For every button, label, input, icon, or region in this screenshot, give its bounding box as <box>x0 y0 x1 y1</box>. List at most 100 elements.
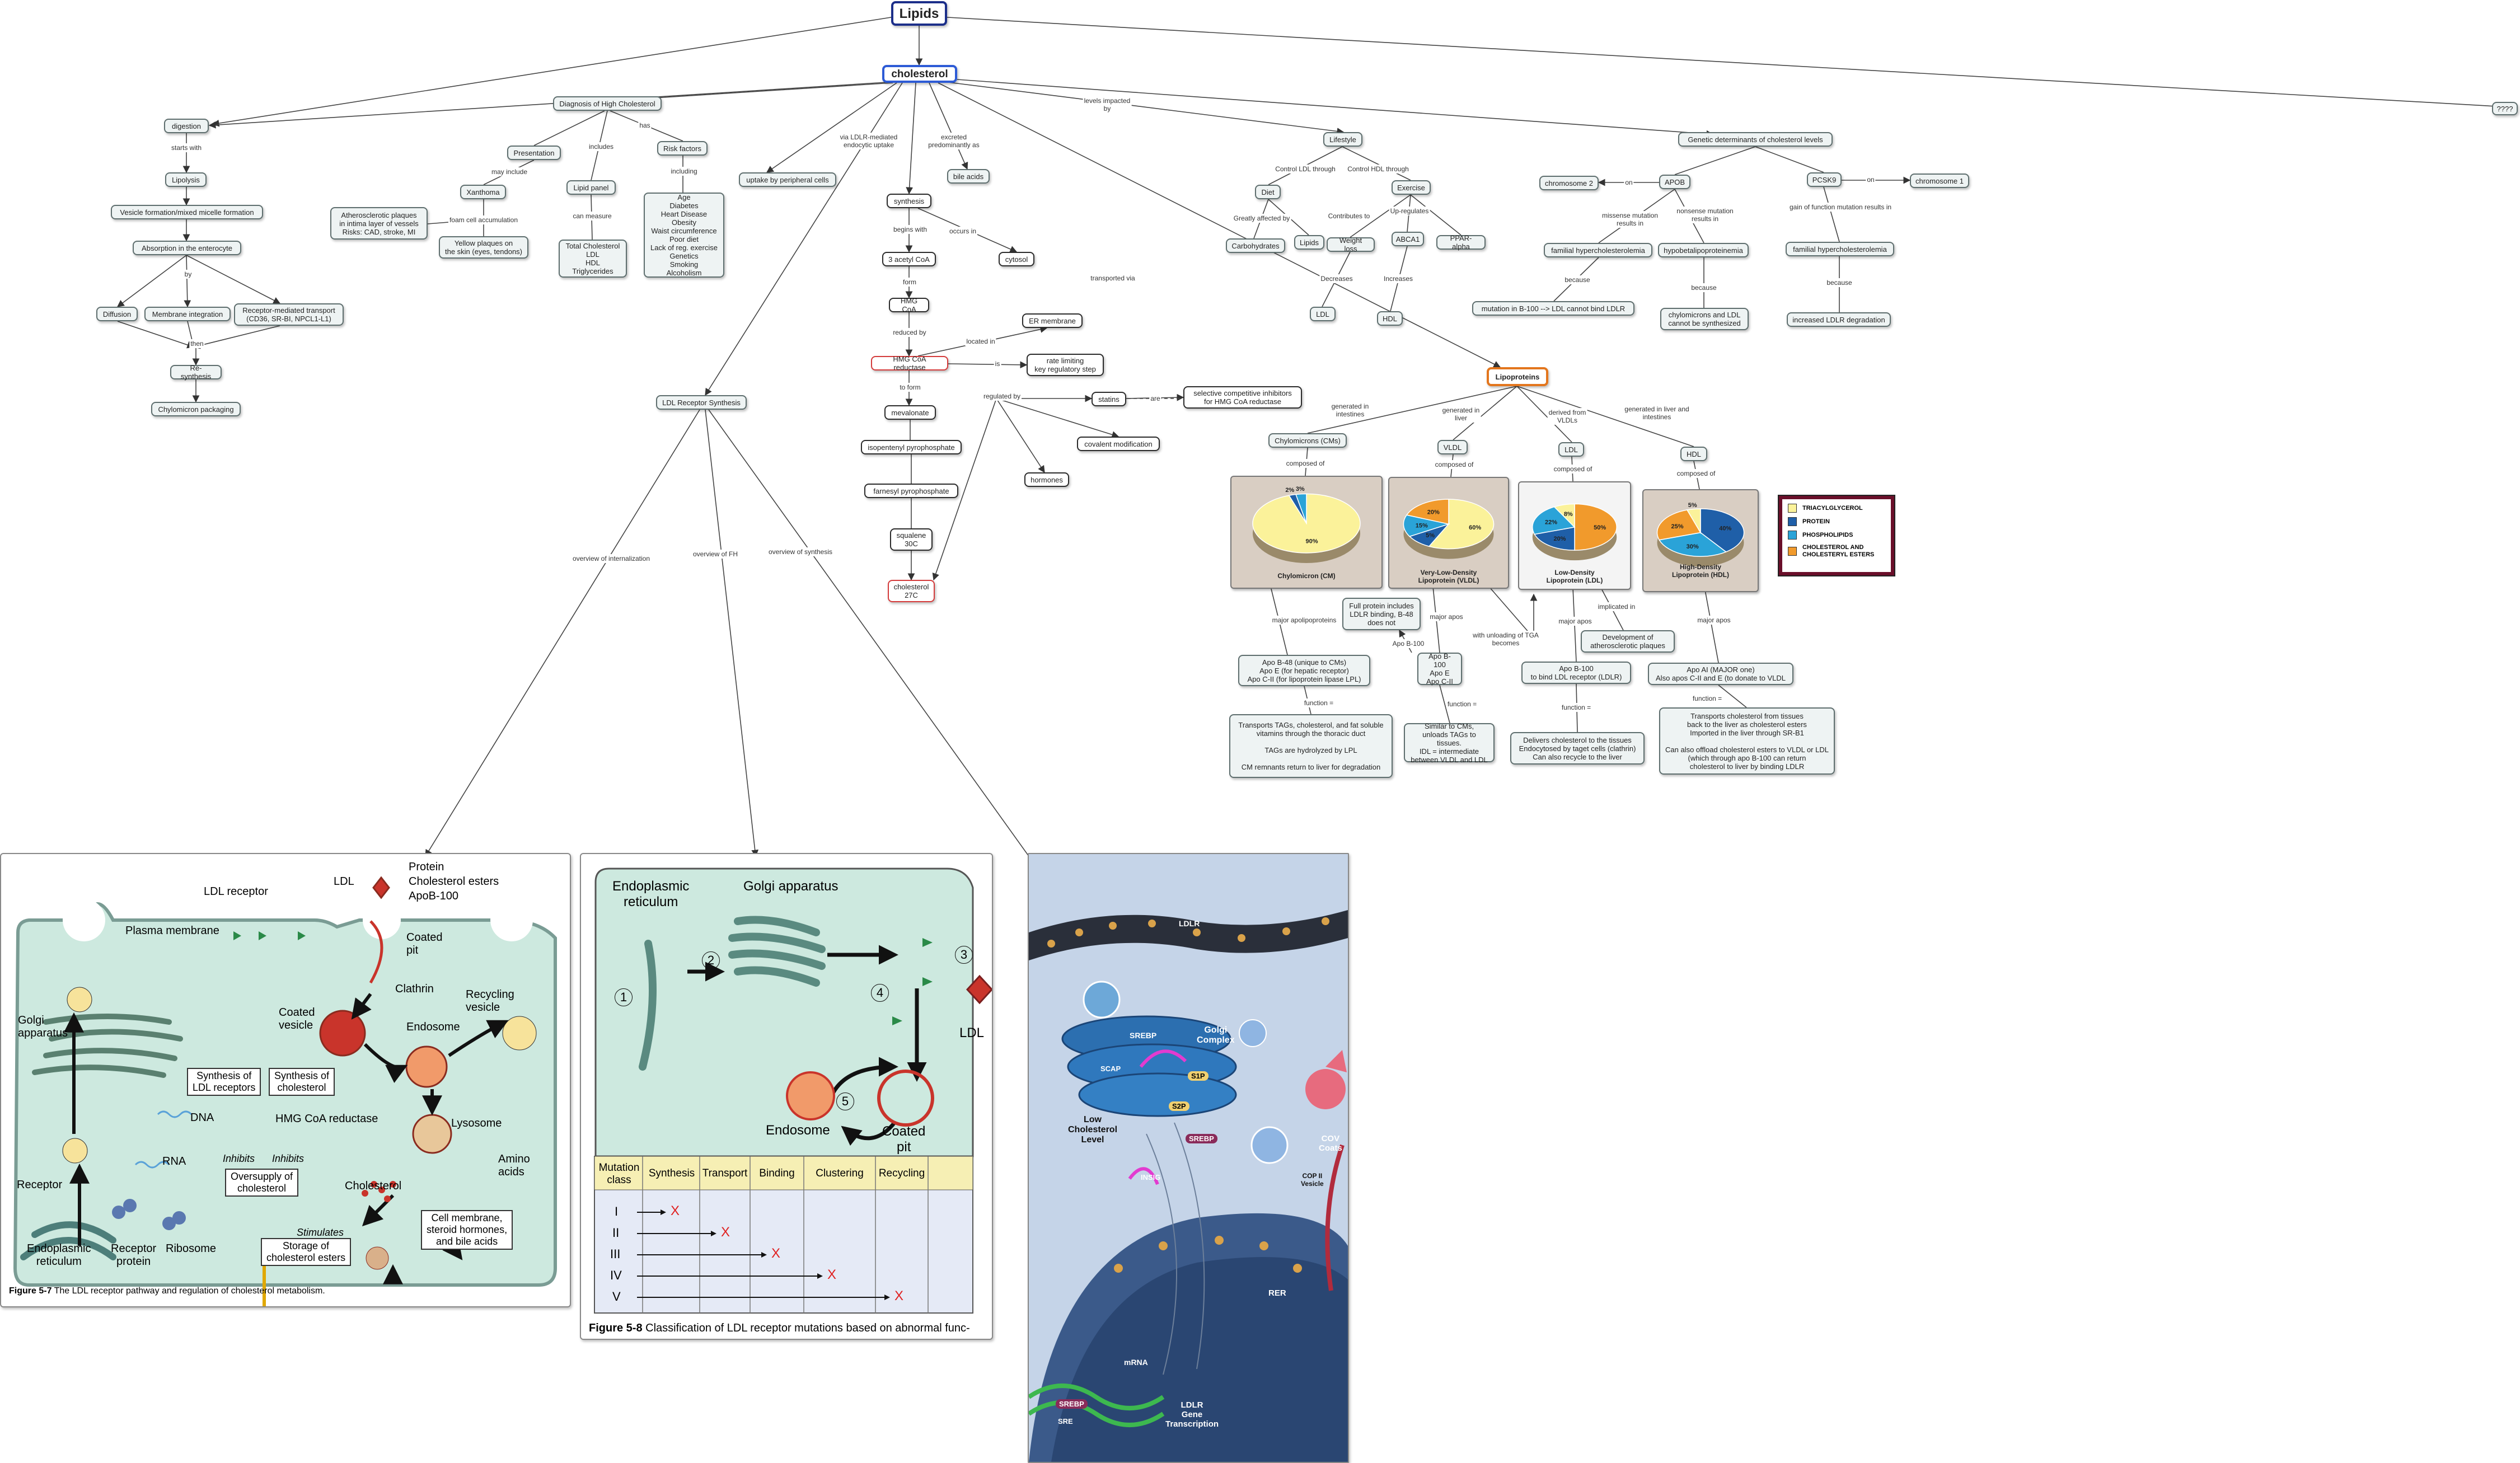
fig58-header-0: Mutation class <box>598 1162 640 1186</box>
hdl-small-node[interactable]: HDL <box>1377 311 1403 326</box>
squalene-node[interactable]: squalene 30C <box>890 528 933 551</box>
fig58-header-3: Binding <box>759 1167 795 1179</box>
fig57-lysosome-label: Lysosome <box>451 1117 502 1129</box>
edge-label: because <box>1563 275 1591 284</box>
er-membrane-node[interactable]: ER membrane <box>1022 313 1083 328</box>
apo-vldl-node[interactable]: Apo B-100 Apo E Apo C-II <box>1417 652 1462 686</box>
increased-ldlr-node[interactable]: increased LDLR degradation <box>1787 312 1891 327</box>
unknown-node[interactable]: ???? <box>2492 102 2518 115</box>
diffusion-node[interactable]: Diffusion <box>96 307 138 321</box>
function-hdl-node[interactable]: Transports cholesterol from tissues back… <box>1659 707 1835 775</box>
chylomicron-packaging-node[interactable]: Chylomicron packaging <box>151 402 241 416</box>
full-protein-node[interactable]: Full protein includes LDLR binding, B-48… <box>1342 598 1421 630</box>
ppar-node[interactable]: PPAR-alpha <box>1436 234 1486 251</box>
hmg-coa-reductase-node[interactable]: HMG CoA reductase <box>871 355 948 372</box>
digestion-node[interactable]: digestion <box>164 119 209 133</box>
pcsk9-node[interactable]: PCSK9 <box>1807 172 1842 187</box>
cytosol-node[interactable]: cytosol <box>999 252 1034 266</box>
statins-node[interactable]: statins <box>1092 392 1126 406</box>
edge-label: including <box>669 167 699 176</box>
edge-label: composed of <box>1675 469 1717 478</box>
hmg-coa-node[interactable]: HMG CoA <box>889 297 929 313</box>
synthesis-node[interactable]: synthesis <box>887 194 931 208</box>
absorption-node[interactable]: Absorption in the enterocyte <box>133 241 241 255</box>
abca1-node[interactable]: ABCA1 <box>1392 232 1424 246</box>
srebp-label-ldlr: LDLR <box>1179 919 1200 928</box>
rate-limiting-node[interactable]: rate limiting key regulatory step <box>1027 354 1104 376</box>
srebp-label-srebp: SREBP <box>1130 1031 1157 1040</box>
xanthoma-node[interactable]: Xanthoma <box>460 185 506 199</box>
receptor-transport-node[interactable]: Receptor-mediated transport (CD36, SR-BI… <box>234 303 344 326</box>
apo-ldl-node[interactable]: Apo B-100 to bind LDL receptor (LDLR) <box>1521 662 1631 684</box>
exercise-node[interactable]: Exercise <box>1392 180 1431 195</box>
fig58-step-1: 1 <box>615 988 633 1006</box>
edge-label: composed of <box>1434 460 1475 469</box>
function-cm-node[interactable]: Transports TAGs, cholesterol, and fat so… <box>1229 714 1393 778</box>
lipids-node[interactable]: Lipids <box>891 1 947 26</box>
hdl-node[interactable]: HDL <box>1680 447 1707 461</box>
farnesyl-node[interactable]: farnesyl pyrophosphate <box>864 484 958 498</box>
edge-label: function = <box>1446 700 1478 709</box>
edge-label: Greatly affected by <box>1232 214 1291 223</box>
legend-label: PROTEIN <box>1802 518 1830 525</box>
total-cholesterol-node[interactable]: Total Cholesterol LDL HDL Triglycerides <box>559 240 627 278</box>
edge-line <box>929 82 968 170</box>
lipids-small-node[interactable]: Lipids <box>1294 235 1324 250</box>
chylomicrons-ldl-node[interactable]: chylomicrons and LDL cannot be synthesiz… <box>1660 308 1749 330</box>
fig57-clathrin-label: Clathrin <box>395 983 434 995</box>
diagnosis-node[interactable]: Diagnosis of High Cholesterol <box>553 96 662 111</box>
ldl-small-node[interactable]: LDL <box>1310 307 1336 321</box>
chylomicrons-cms-node[interactable]: Chylomicrons (CMs) <box>1268 433 1347 448</box>
edge-line <box>186 255 281 304</box>
uptake-peripheral-node[interactable]: uptake by peripheral cells <box>739 172 836 187</box>
acetyl-coa-node[interactable]: 3 acetyl CoA <box>882 252 936 266</box>
hormones-node[interactable]: hormones <box>1024 472 1069 487</box>
genetic-determinants-node[interactable]: Genetic determinants of cholesterol leve… <box>1678 132 1833 147</box>
apob-node[interactable]: APOB <box>1659 175 1690 189</box>
risk-list-node[interactable]: Age Diabetes Heart Disease Obesity Waist… <box>644 193 724 278</box>
vesicle-formation-node[interactable]: Vesicle formation/mixed micelle formatio… <box>111 205 263 219</box>
carbohydrates-node[interactable]: Carbohydrates <box>1226 238 1285 253</box>
covalent-modification-node[interactable]: covalent modification <box>1077 437 1160 451</box>
bile-acids-node[interactable]: bile acids <box>947 169 990 184</box>
fig57-rna-label: RNA <box>162 1155 186 1167</box>
cholesterol-node[interactable]: cholesterol <box>882 65 957 83</box>
chromosome2-node[interactable]: chromosome 2 <box>1539 176 1599 190</box>
selective-inhibitors-node[interactable]: selective competitive inhibitors for HMG… <box>1183 386 1302 409</box>
vldl-node[interactable]: VLDL <box>1437 440 1468 454</box>
familial-hyper-node-1[interactable]: familial hypercholesterolemia <box>1544 243 1652 257</box>
lipoproteins-node[interactable]: Lipoproteins <box>1487 367 1548 386</box>
presentation-node[interactable]: Presentation <box>507 146 561 160</box>
cholesterol-27c-node[interactable]: cholesterol 27C <box>888 580 935 602</box>
lipolysis-node[interactable]: Lipolysis <box>165 172 207 187</box>
development-atherosclerotic-node[interactable]: Development of atherosclerotic plaques <box>1581 630 1675 653</box>
ldl-receptor-synthesis-node[interactable]: LDL Receptor Synthesis <box>656 395 747 410</box>
lifestyle-node[interactable]: Lifestyle <box>1323 132 1362 147</box>
isopentenyl-node[interactable]: isopentenyl pyrophosphate <box>861 440 962 454</box>
yellow-plaques-node[interactable]: Yellow plaques on the skin (eyes, tendon… <box>439 236 528 259</box>
fig57-caption-text: The LDL receptor pathway and regulation … <box>54 1286 325 1296</box>
edge-line <box>212 16 895 127</box>
diet-node[interactable]: Diet <box>1255 185 1281 199</box>
lipid-panel-node[interactable]: Lipid panel <box>566 180 616 195</box>
edge-label: gain of function mutation results in <box>1788 203 1893 212</box>
fig57-endosome-label: Endosome <box>406 1021 460 1033</box>
chromosome1-node[interactable]: chromosome 1 <box>1910 174 1969 188</box>
function-vldl-node[interactable]: Similar to CMs, unloads TAGs to tissues.… <box>1404 722 1495 764</box>
membrane-integration-node[interactable]: Membrane integration <box>144 307 231 321</box>
ldl-node[interactable]: LDL <box>1558 442 1584 457</box>
apo-hdl-node[interactable]: Apo AI (MAJOR one) Also apos C-II and E … <box>1648 663 1793 685</box>
weight-loss-node[interactable]: Weight loss <box>1327 236 1375 253</box>
familial-hyper-node-2[interactable]: familial hypercholesterolemia <box>1786 242 1894 256</box>
risk-factors-node[interactable]: Risk factors <box>657 141 708 156</box>
mutation-b100-node[interactable]: mutation in B-100 --> LDL cannot bind LD… <box>1472 301 1634 316</box>
legend-label: TRIACYLGLYCEROL <box>1802 504 1863 512</box>
mevalonate-node[interactable]: mevalonate <box>884 405 936 420</box>
resynthesis-node[interactable]: Re-synthesis <box>170 364 222 381</box>
edge-line <box>184 255 191 308</box>
function-ldl-node[interactable]: Delivers cholesterol to the tissues Endo… <box>1510 732 1645 765</box>
hypobetalipoproteinemia-node[interactable]: hypobetalipoproteinemia <box>1658 243 1749 257</box>
atherosclerotic-node[interactable]: Atherosclerotic plaques in intima layer … <box>330 207 428 240</box>
apo-cm-node[interactable]: Apo B-48 (unique to CMs) Apo E (for hepa… <box>1238 655 1370 686</box>
edge-line <box>1350 194 1411 238</box>
